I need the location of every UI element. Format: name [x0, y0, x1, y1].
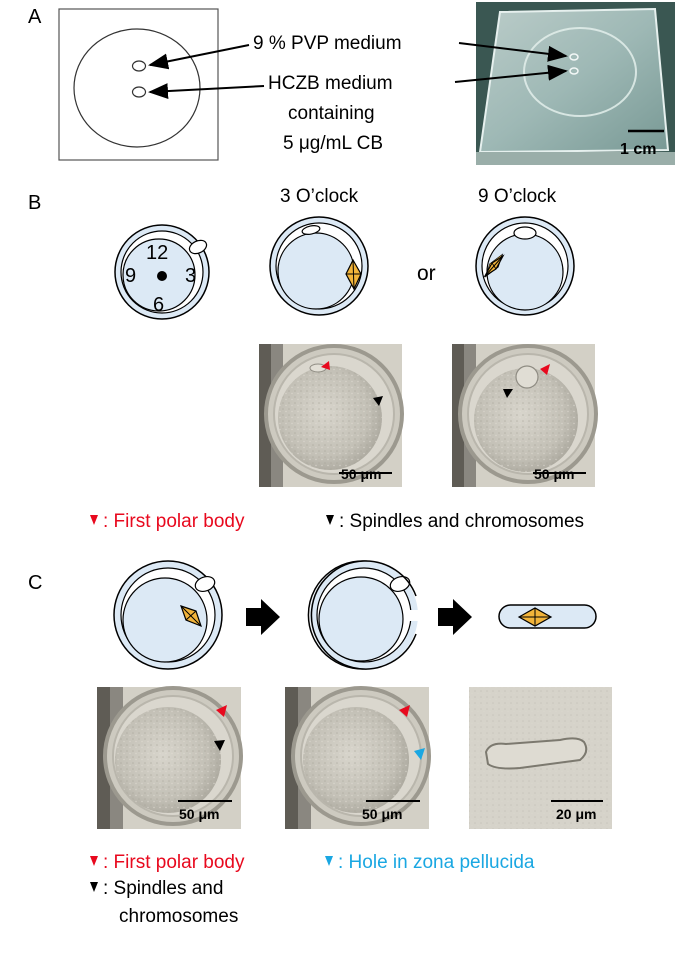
oocyte-c1	[113, 560, 223, 670]
arrow-pvp	[148, 44, 250, 70]
dish-photo	[476, 2, 675, 165]
micrograph-c3	[469, 687, 612, 829]
legend-first-polar-body: : First polar body	[103, 852, 245, 873]
oocyte-9-oclock	[475, 216, 575, 316]
scale-label: 50 μm	[179, 806, 220, 822]
title-9-oclock: 9 O’clock	[478, 186, 557, 207]
title-3-oclock: 3 O’clock	[280, 186, 359, 207]
clock-9: 9	[125, 265, 137, 287]
red-arrowhead	[399, 705, 410, 717]
spindle-icon	[517, 607, 553, 627]
red-arrowhead	[216, 705, 227, 717]
red-arrowhead	[540, 364, 550, 375]
panel-label-c: C	[28, 572, 43, 594]
micrograph-c2	[285, 686, 431, 829]
clock-6: 6	[153, 294, 165, 316]
oocyte-c2	[307, 560, 424, 670]
process-arrow	[438, 599, 472, 635]
center-dot	[157, 271, 167, 281]
cyan-arrowhead	[414, 748, 425, 760]
dish-schematic	[58, 8, 219, 161]
red-arrowhead	[321, 361, 330, 370]
arrow-hczb	[148, 83, 265, 100]
spindle-icon	[345, 258, 362, 291]
label-hczb-line3: 5 μg/mL CB	[283, 133, 384, 154]
black-arrowhead	[214, 740, 225, 751]
polar-body	[188, 239, 208, 255]
label-hczb-line2: containing	[288, 103, 375, 124]
spindle-icon	[180, 605, 202, 628]
label-pvp-medium: 9 % PVP medium	[253, 33, 402, 54]
process-arrow	[246, 599, 280, 635]
arrow-hczb-photo	[454, 64, 568, 83]
label-hczb-line1: HCZB medium	[268, 73, 393, 94]
panel-label-b: B	[28, 192, 42, 214]
scale-label: 50 μm	[362, 806, 403, 822]
legend-spindles: : Spindles and chromosomes	[339, 511, 585, 532]
clock-oocyte	[114, 224, 210, 320]
legend-spindles-line1: : Spindles and	[103, 878, 224, 899]
black-arrowhead	[373, 396, 383, 406]
karyoplast-schematic	[498, 604, 597, 629]
legend-black-arrowhead	[326, 515, 334, 525]
legend-red-arrowhead	[90, 515, 98, 525]
scale-label-1cm: 1 cm	[620, 141, 657, 158]
label-or: or	[417, 262, 436, 285]
legend-first-polar-body: : First polar body	[103, 511, 245, 532]
micrograph-b1	[259, 344, 404, 487]
legend-black-arrowhead	[90, 882, 98, 892]
legend-hole-zona: : Hole in zona pellucida	[338, 852, 535, 873]
arrow-pvp-photo	[458, 42, 568, 62]
oocyte-3-oclock	[269, 216, 369, 316]
pvp-drop	[131, 60, 147, 72]
legend-cyan-arrowhead	[325, 856, 333, 866]
micrograph-c1	[97, 686, 243, 829]
panel-label-a: A	[28, 6, 42, 28]
clock-12: 12	[146, 242, 169, 264]
hczb-drop	[131, 86, 147, 98]
scale-label: 20 μm	[556, 806, 597, 822]
spindle-icon	[483, 253, 505, 278]
legend-red-arrowhead	[90, 856, 98, 866]
legend-spindles-line2: chromosomes	[119, 906, 239, 927]
scale-label: 50 μm	[341, 466, 382, 482]
black-arrowhead	[503, 389, 513, 398]
clock-3: 3	[185, 265, 197, 287]
medium-drop-circle	[73, 28, 201, 148]
scale-label: 50 μm	[534, 466, 575, 482]
micrograph-b2	[452, 344, 598, 487]
